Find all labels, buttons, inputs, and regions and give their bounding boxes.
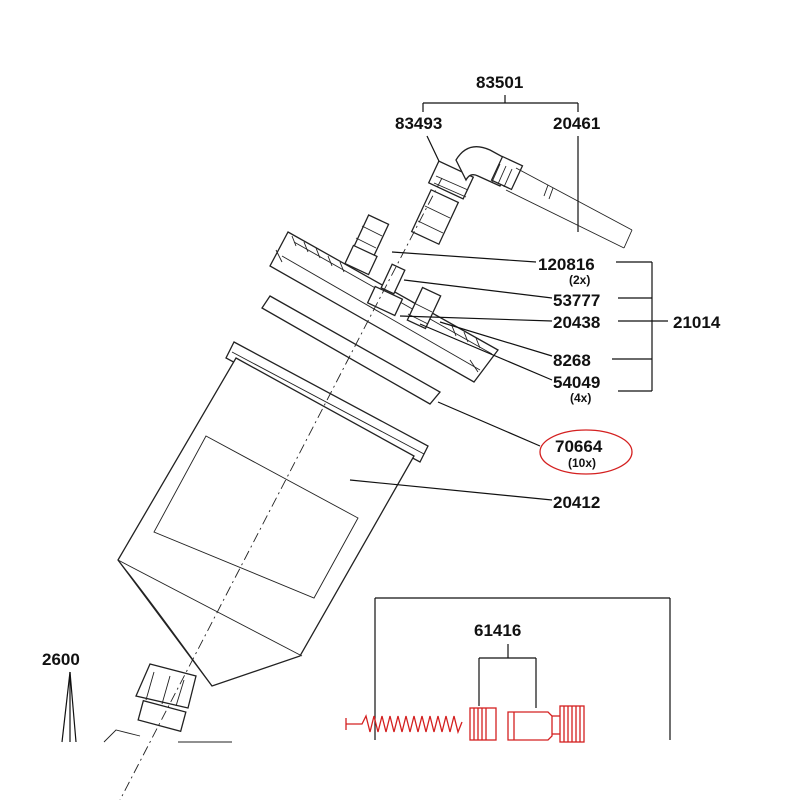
label-20412[interactable]: 20412 bbox=[553, 493, 600, 512]
label-70664[interactable]: 70664 bbox=[555, 437, 603, 456]
label-20438[interactable]: 20438 bbox=[553, 313, 600, 332]
qty-54049: (4x) bbox=[570, 391, 591, 405]
label-8268[interactable]: 8268 bbox=[553, 351, 591, 370]
qty-120816: (2x) bbox=[569, 273, 590, 287]
highlight-70664 bbox=[539, 429, 633, 475]
bracket-61416 bbox=[478, 644, 537, 708]
lid-assembly-21014 bbox=[261, 214, 499, 405]
leader-2600 bbox=[61, 671, 77, 743]
cup-20412 bbox=[117, 177, 443, 800]
label-54049[interactable]: 54049 bbox=[553, 373, 600, 392]
qty-70664: (10x) bbox=[568, 456, 596, 470]
nut-part bbox=[469, 707, 497, 741]
label-61416[interactable]: 61416 bbox=[474, 621, 521, 640]
inset-box bbox=[374, 597, 671, 740]
elbow-fitting-83493 bbox=[410, 146, 524, 246]
label-2600[interactable]: 2600 bbox=[42, 650, 80, 669]
spring-part bbox=[345, 714, 463, 735]
tube-20461 bbox=[505, 167, 633, 249]
label-120816[interactable]: 120816 bbox=[538, 255, 595, 274]
callout-83501: 83501 bbox=[422, 73, 579, 112]
gun-body-2600 bbox=[103, 729, 232, 743]
label-83493[interactable]: 83493 bbox=[395, 114, 442, 133]
label-21014[interactable]: 21014 bbox=[673, 313, 721, 332]
bracket-21014 bbox=[612, 261, 668, 392]
label-20461[interactable]: 20461 bbox=[553, 114, 600, 133]
valve-body-part bbox=[507, 705, 585, 743]
label-83501[interactable]: 83501 bbox=[476, 73, 523, 92]
label-53777[interactable]: 53777 bbox=[553, 291, 600, 310]
